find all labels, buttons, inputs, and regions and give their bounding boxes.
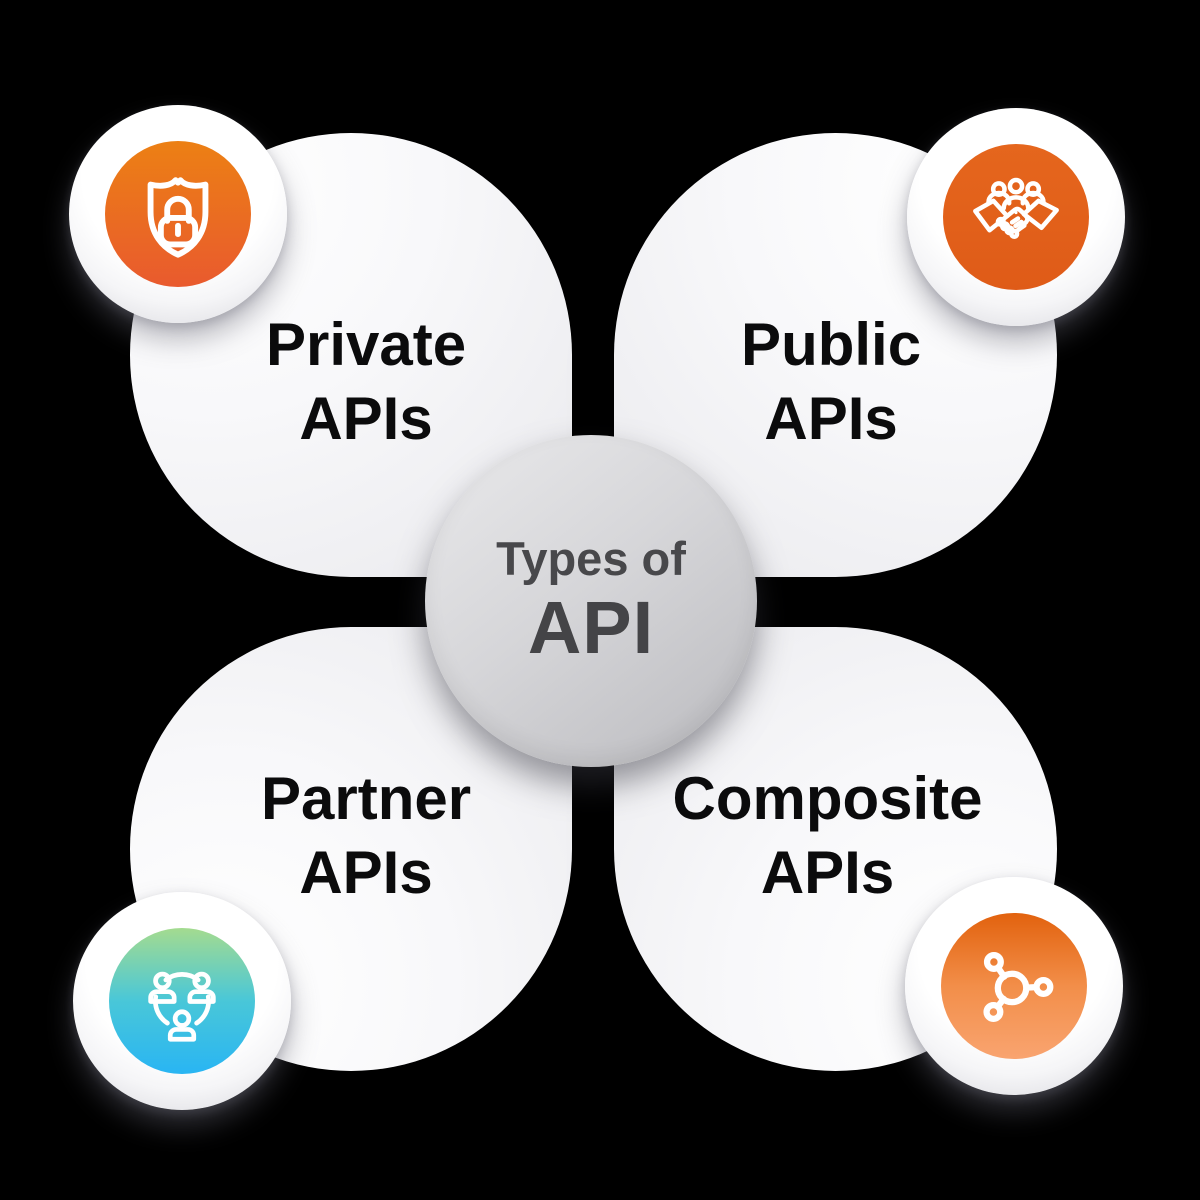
badge-composite-core	[941, 913, 1087, 1059]
petal-private-line2: APIs	[299, 384, 433, 452]
badge-partner	[73, 892, 291, 1110]
petal-private-line1: Private	[265, 310, 467, 378]
petal-composite-line2: APIs	[760, 838, 895, 906]
petal-partner-line1: Partner	[260, 764, 472, 832]
petal-public-title: Public APIs	[741, 308, 921, 456]
badge-partner-core	[109, 928, 255, 1074]
badge-composite	[905, 877, 1123, 1095]
petal-partner-line2: APIs	[299, 838, 433, 906]
people-network-icon	[148, 971, 216, 1042]
petal-public-line1: Public	[741, 310, 922, 378]
shield-lock-icon	[147, 177, 209, 258]
center-title-line2: API	[527, 586, 655, 669]
center-circle: Types of API	[425, 435, 757, 767]
badge-private-core	[105, 141, 251, 287]
petal-private-title: Private APIs	[266, 308, 466, 456]
badge-public-core	[943, 144, 1089, 290]
molecule-icon	[983, 951, 1054, 1022]
badge-public	[907, 108, 1125, 326]
petal-composite-title: Composite APIs	[673, 762, 983, 910]
center-title-line1: Types of	[496, 532, 686, 585]
badge-private	[69, 105, 287, 323]
petal-partner-title: Partner APIs	[261, 762, 471, 910]
petal-public-line2: APIs	[764, 384, 898, 452]
petal-composite-line1: Composite	[672, 764, 983, 832]
handshake-people-icon	[973, 177, 1059, 239]
